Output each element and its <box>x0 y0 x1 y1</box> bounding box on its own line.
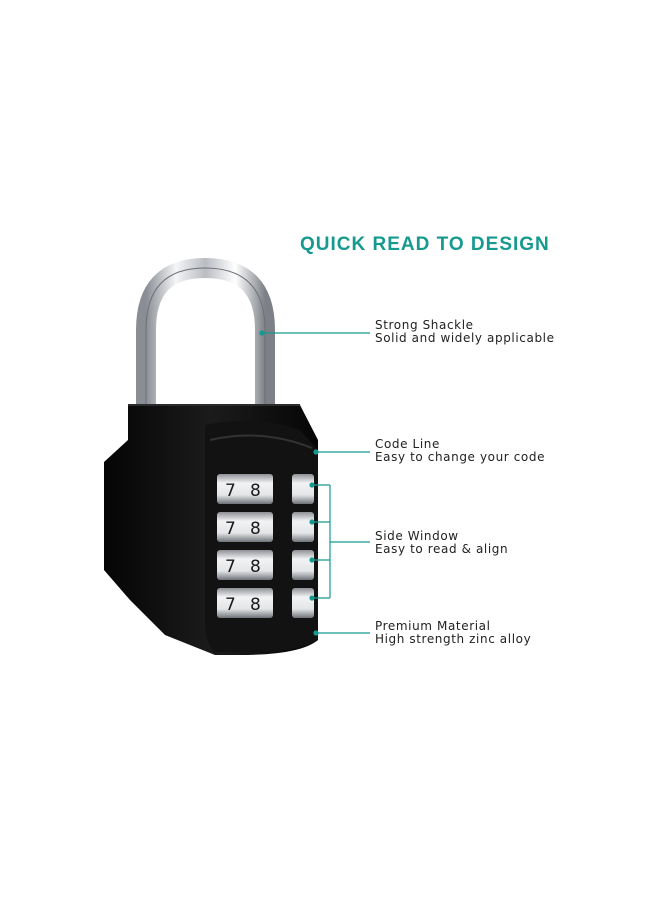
dial-digit[interactable]: 7 <box>225 595 236 615</box>
dial-2: 7 8 <box>217 512 314 542</box>
dial-digit[interactable]: 8 <box>250 557 261 577</box>
dial-digit[interactable]: 7 <box>225 481 236 501</box>
dial-digit[interactable]: 7 <box>225 519 236 539</box>
feature-title: Premium Material <box>375 619 491 633</box>
callout-dots <box>259 330 319 636</box>
headline: QUICK READ TO DESIGN <box>300 234 550 255</box>
dial-digit[interactable]: 8 <box>250 519 261 539</box>
callout-line-window <box>312 484 370 599</box>
feature-desc: Easy to read & align <box>375 542 509 556</box>
dial-4: 7 8 <box>217 588 314 618</box>
feature-strong-shackle: Strong Shackle Solid and widely applicab… <box>375 319 555 345</box>
feature-desc: Easy to change your code <box>375 450 546 464</box>
callout-lines <box>262 332 370 634</box>
feature-title: Code Line <box>375 437 440 451</box>
feature-code-line: Code Line Easy to change your code <box>375 438 545 464</box>
feature-side-window: Side Window Easy to read & align <box>375 530 508 556</box>
feature-desc: High strength zinc alloy <box>375 632 532 646</box>
dial-digit[interactable]: 8 <box>250 481 261 501</box>
dial-3: 7 8 <box>217 550 314 580</box>
feature-title: Strong Shackle <box>375 318 474 332</box>
shackle <box>136 257 275 420</box>
feature-desc: Solid and widely applicable <box>375 331 555 345</box>
dial-1: 7 8 <box>217 474 314 504</box>
feature-title: Side Window <box>375 529 459 543</box>
dial-digit[interactable]: 8 <box>250 595 261 615</box>
feature-premium-material: Premium Material High strength zinc allo… <box>375 620 531 646</box>
dial-digit[interactable]: 7 <box>225 557 236 577</box>
